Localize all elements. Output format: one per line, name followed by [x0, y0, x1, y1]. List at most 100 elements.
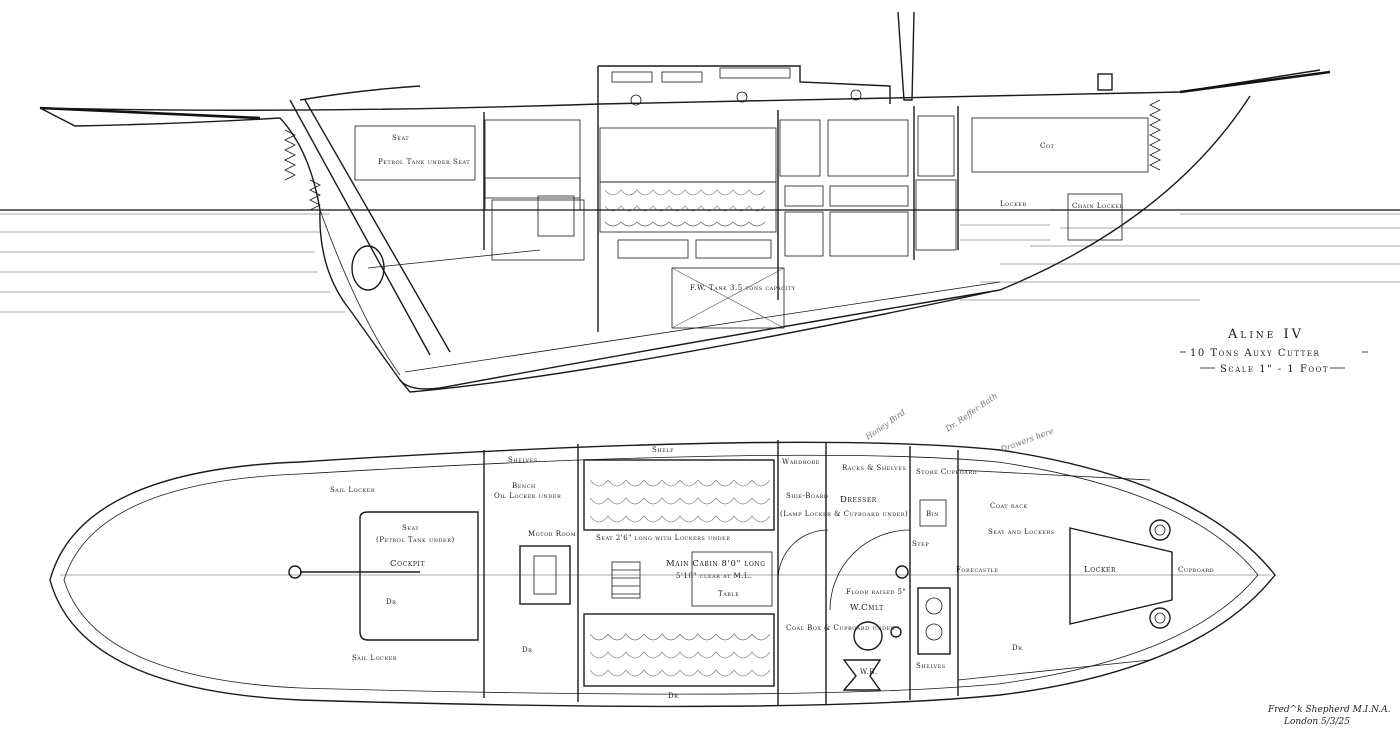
plan-label-seat-under: Seat 2'6" long with Lockers under: [596, 534, 731, 542]
rudder-head: [288, 565, 302, 579]
cockpit: [359, 511, 479, 641]
skylight-2: [661, 71, 703, 83]
designer-name: Fred^k Shepherd M.I.N.A.: [1267, 705, 1391, 715]
waterline-hatching: [0, 209, 1400, 313]
keel-inner: [404, 281, 1001, 373]
plan-label-main-cabin: Main Cabin 8'0" long: [666, 559, 766, 569]
settee-starboard: [583, 613, 775, 687]
door-swing-1: [777, 529, 829, 581]
plan-label-wardrobe: Wardrobe: [782, 458, 820, 466]
plan-label-dresser: Dresser: [840, 495, 877, 505]
plan-label-dr-1: Dr: [386, 598, 396, 606]
keel: [399, 291, 991, 393]
forward-locker: [1069, 527, 1173, 625]
plan-label-coal-box: Coal Box & Cupboard under: [786, 624, 895, 632]
mast-step: [895, 565, 909, 579]
title-block: Aline IV 10 Tons Auxy Cutter Scale 1" - …: [1180, 327, 1368, 375]
plan-label-locker: Locker: [1084, 565, 1116, 575]
yacht-type: 10 Tons Auxy Cutter: [1190, 348, 1320, 359]
engine: [519, 545, 571, 605]
hull-profile: [279, 95, 1251, 390]
plan-label-petrol-tank: (Petrol Tank under): [376, 536, 455, 544]
plan-label-cupboard: Cupboard: [1178, 566, 1214, 574]
profile-label-cot: Cot: [1040, 142, 1054, 150]
plan-label-bench: Bench: [512, 482, 536, 490]
pump: [890, 626, 902, 638]
bowsprit: [1179, 70, 1331, 94]
plan-label-sideboard: Side-Board: [786, 492, 828, 500]
porthole-2: [736, 91, 748, 103]
plan-label-cockpit: Cockpit: [390, 559, 425, 569]
plan-label-wc: W.Cmlt: [850, 603, 884, 613]
profile-label-petrol-tank: Petrol Tank under Seat: [378, 158, 470, 166]
porthole-3: [850, 89, 862, 101]
plan-label-bin: Bin: [926, 510, 939, 518]
plan-label-sail-locker-bottom: Sail Locker: [352, 654, 397, 662]
hull-plan-outline: [49, 441, 1276, 708]
hawse-pipe-starboard: [1149, 607, 1171, 629]
pencil-note-1: Honey Bird: [863, 408, 907, 442]
companion-steps: [611, 561, 641, 599]
door-swing-2: [829, 529, 911, 611]
plan-label-dr-3: Dr: [668, 692, 678, 700]
profile-label-chain-locker: Chain Locker: [1072, 202, 1124, 210]
skylight-1: [611, 71, 653, 83]
cabin-table: [691, 551, 773, 607]
rudder-post-2: [304, 99, 451, 353]
windlass: [1097, 73, 1113, 91]
hull-plan-inner: [63, 454, 1259, 695]
plan-label-racks-shelves: Racks & Shelves: [842, 464, 906, 472]
plan-label-store-cupboard: Store Cupboard: [916, 468, 977, 476]
plan-label-coat-rack: Coat rack: [990, 502, 1028, 510]
plan-label-sideboard-note: (Lamp Locker & Cupboard under): [780, 510, 908, 518]
plan-label-floor-raised: Floor raised 5": [846, 588, 906, 596]
plan-label-clear-head: 5'10" clear at M.L.: [676, 572, 752, 580]
plan-view: Sail Locker Sail Locker Seat (Petrol Tan…: [49, 391, 1276, 708]
wash-basin: [842, 659, 882, 691]
plan-label-dr-4: Dr: [1012, 644, 1022, 652]
coachroof: [598, 65, 891, 104]
prop-shaft: [367, 249, 541, 269]
pencil-note-2: Dr. Reffer Bath: [943, 391, 999, 434]
frame-hatching: [284, 99, 1161, 211]
yacht-name: Aline IV: [1227, 327, 1304, 342]
tiller: [299, 85, 421, 101]
propeller: [351, 245, 385, 291]
interior-joinery: [354, 106, 1149, 332]
sheer-line: [39, 69, 1321, 111]
plan-label-seat: Seat: [402, 524, 419, 532]
plan-label-dr-2: Dr: [522, 646, 532, 654]
signature-block: Fred^k Shepherd M.I.N.A. London 5/3/25: [1267, 705, 1391, 727]
place-date: London 5/3/25: [1283, 717, 1350, 727]
porthole-1: [630, 94, 642, 106]
bin-box: [919, 499, 947, 527]
plan-label-seat-lockers: Seat and Lockers: [988, 528, 1055, 536]
plan-label-shelves: Shelves: [508, 456, 538, 464]
profile-view: Seat Petrol Tank under Seat Cot Locker C…: [0, 11, 1400, 393]
plan-label-step: Step: [912, 540, 929, 548]
plan-label-table: Table: [718, 590, 739, 598]
plan-label-shelves-2: Shelves: [916, 662, 946, 670]
plan-label-oil-locker: Oil Locker under: [494, 492, 561, 500]
counter-stern: [39, 107, 281, 127]
settee-port: [583, 459, 775, 531]
plan-label-motor-room: Motor Room: [528, 530, 576, 538]
plan-label-sail-locker-top: Sail Locker: [330, 486, 375, 494]
profile-label-locker: Locker: [1000, 200, 1027, 208]
profile-label-water-tank: F.W. Tank 3.5 tons capacity: [690, 284, 796, 292]
profile-label-seat: Seat: [392, 134, 409, 142]
plan-label-forecastle: Forecastle: [956, 566, 999, 574]
wc-bowl: [853, 621, 883, 651]
rudder-post: [289, 99, 431, 356]
bowsprit-counter: [39, 106, 261, 120]
pencil-note-3: Drawers here: [999, 426, 1055, 454]
drawing-scale: Scale 1" - 1 Foot: [1220, 364, 1329, 375]
mast: [897, 11, 915, 101]
hawse-pipe-port: [1149, 519, 1171, 541]
rudder-blade: [319, 209, 401, 376]
plan-label-shelf: Shelf: [652, 446, 674, 454]
stove: [917, 587, 951, 655]
plan-label-wb: W.B.: [860, 668, 878, 676]
hatch: [719, 67, 791, 79]
